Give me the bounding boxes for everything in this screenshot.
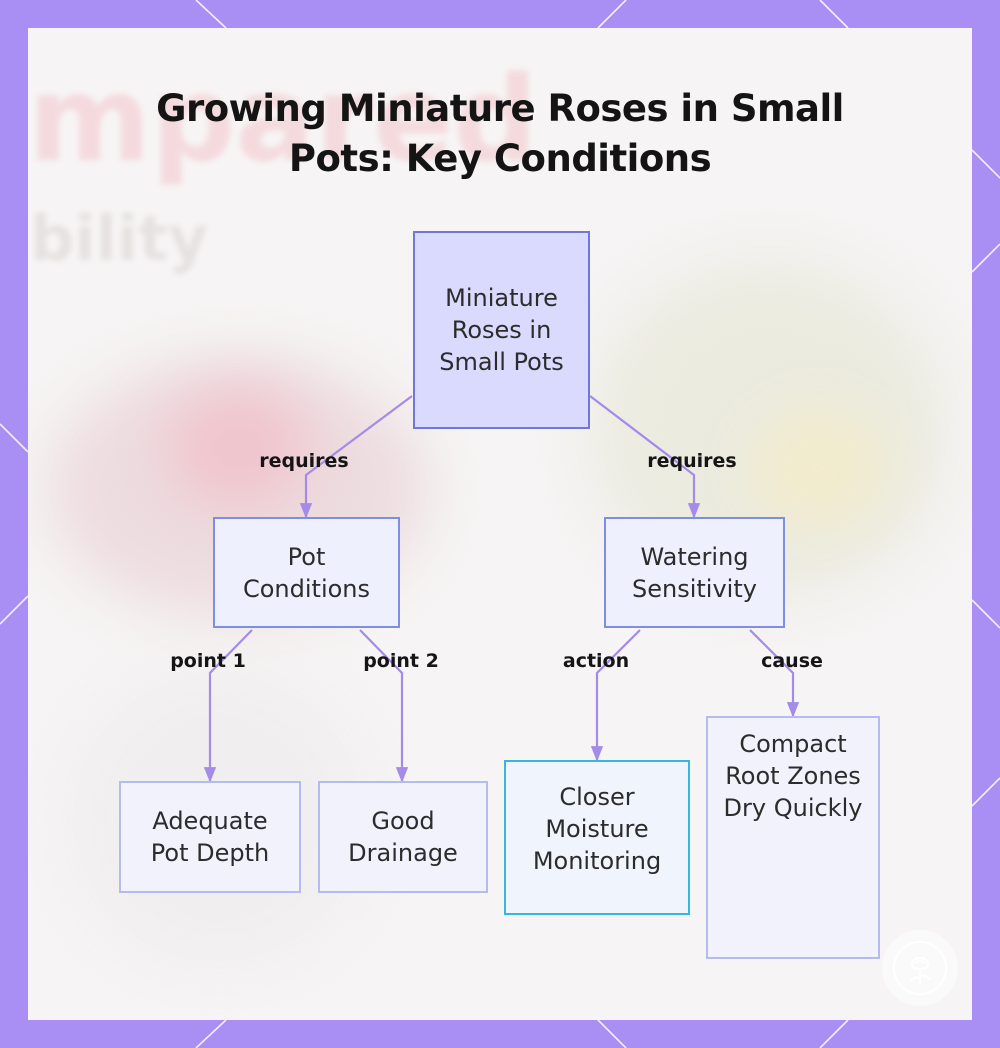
node-pot-conditions-label: Pot Conditions <box>229 541 384 605</box>
edge-label-root-to-water: requires <box>647 450 736 472</box>
edge-water-to-root-zones <box>750 630 793 716</box>
node-closer-moisture-monitoring-label: Closer Moisture Monitoring <box>520 781 674 877</box>
node-pot-conditions[interactable]: Pot Conditions <box>213 517 400 628</box>
diagram-title: Growing Miniature Roses in Small Pots: K… <box>130 84 870 184</box>
node-adequate-pot-depth-label: Adequate Pot Depth <box>135 805 285 869</box>
edge-label-pot-to-drainage: point 2 <box>363 650 439 672</box>
edge-label-root-to-pot: requires <box>259 450 348 472</box>
node-good-drainage-label: Good Drainage <box>334 805 472 869</box>
node-watering-sensitivity[interactable]: Watering Sensitivity <box>604 517 785 628</box>
node-good-drainage[interactable]: Good Drainage <box>318 781 488 893</box>
edge-label-water-to-root-zones: cause <box>761 650 823 672</box>
rose-icon <box>882 930 958 1006</box>
node-watering-sensitivity-label: Watering Sensitivity <box>620 541 769 605</box>
node-root-label: Miniature Roses in Small Pots <box>429 282 574 378</box>
node-compact-root-zones-label: Compact Root Zones Dry Quickly <box>722 728 864 824</box>
node-adequate-pot-depth[interactable]: Adequate Pot Depth <box>119 781 301 893</box>
edge-label-pot-to-depth: point 1 <box>170 650 246 672</box>
edge-label-water-to-monitoring: action <box>563 650 629 672</box>
node-closer-moisture-monitoring[interactable]: Closer Moisture Monitoring <box>504 760 690 915</box>
node-root[interactable]: Miniature Roses in Small Pots <box>413 231 590 429</box>
node-compact-root-zones[interactable]: Compact Root Zones Dry Quickly <box>706 716 880 959</box>
